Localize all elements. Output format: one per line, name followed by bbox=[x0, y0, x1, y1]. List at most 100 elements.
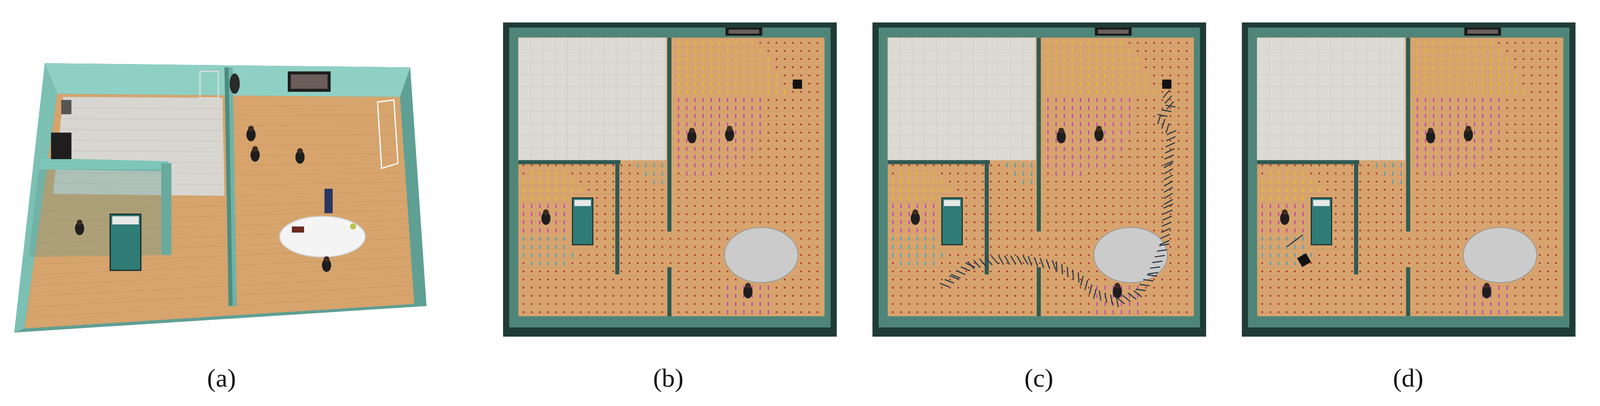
cost-dot bbox=[620, 270, 623, 272]
cost-dot bbox=[685, 253, 688, 256]
cost-mark bbox=[743, 154, 745, 159]
cost-mark bbox=[1120, 138, 1122, 143]
cost-mark bbox=[743, 40, 745, 46]
cost-mark bbox=[1112, 122, 1114, 127]
cost-dot bbox=[693, 262, 696, 264]
cost-dot bbox=[767, 147, 770, 150]
cost-mark bbox=[1104, 114, 1106, 119]
cost-mark bbox=[1055, 57, 1057, 62]
cost-dot bbox=[1177, 311, 1180, 313]
cost-dot bbox=[965, 245, 968, 248]
tile-line bbox=[887, 110, 1036, 112]
cost-mark bbox=[908, 195, 910, 200]
cost-dot bbox=[734, 213, 737, 215]
cost-dot bbox=[800, 41, 803, 44]
cost-dot bbox=[693, 311, 696, 313]
cost-mark bbox=[1096, 122, 1098, 127]
cost-dot bbox=[718, 204, 721, 207]
cost-dot bbox=[1128, 172, 1131, 175]
cost-dot bbox=[693, 180, 696, 183]
cost-mark bbox=[694, 40, 696, 46]
cost-mark bbox=[775, 89, 777, 94]
cost-mark bbox=[1120, 97, 1122, 102]
pillow bbox=[574, 199, 591, 207]
cost-mark bbox=[767, 293, 769, 298]
cost-mark bbox=[916, 261, 918, 266]
cost-dot bbox=[892, 262, 894, 264]
cost-dot bbox=[1145, 99, 1147, 101]
cost-dot bbox=[800, 107, 803, 109]
cost-dot bbox=[949, 286, 952, 289]
cost-mark bbox=[530, 220, 532, 225]
cost-dot bbox=[965, 311, 968, 313]
cost-mark bbox=[1120, 81, 1122, 86]
cost-dot bbox=[620, 180, 623, 183]
cost-dot bbox=[783, 180, 786, 183]
cost-dot bbox=[1120, 196, 1123, 199]
cost-dot bbox=[1169, 294, 1172, 297]
cost-dot bbox=[677, 253, 680, 256]
cost-dot bbox=[1047, 303, 1049, 305]
cost-dot bbox=[900, 278, 902, 281]
cost-dot bbox=[1006, 204, 1008, 207]
cost-dot bbox=[1161, 294, 1164, 297]
cost-dot bbox=[612, 286, 615, 289]
cost-dot bbox=[718, 172, 721, 175]
cost-mark bbox=[941, 179, 943, 184]
person-head bbox=[543, 209, 549, 216]
cost-mark bbox=[653, 179, 655, 184]
cost-dot bbox=[1145, 41, 1147, 44]
cost-dot bbox=[1153, 180, 1156, 183]
cost-dot bbox=[1177, 294, 1180, 297]
cost-dot bbox=[1161, 164, 1164, 167]
cost-dot bbox=[693, 278, 696, 281]
cost-mark bbox=[759, 122, 761, 127]
cost-dot bbox=[783, 221, 786, 223]
cost-dot bbox=[604, 311, 607, 313]
cost-dot bbox=[792, 180, 794, 183]
cost-dot bbox=[1169, 49, 1172, 52]
cost-mark bbox=[1104, 97, 1106, 102]
cost-dot bbox=[1047, 229, 1049, 232]
cost-mark bbox=[547, 195, 549, 200]
tile-line bbox=[518, 110, 667, 112]
cost-dot bbox=[522, 311, 525, 313]
cost-dot bbox=[759, 188, 762, 191]
cost-dot bbox=[1161, 107, 1164, 109]
tile-line bbox=[518, 135, 667, 136]
cost-dot bbox=[547, 294, 549, 297]
cost-dot bbox=[734, 221, 737, 223]
cost-dot bbox=[1161, 66, 1164, 68]
cost-dot bbox=[1071, 294, 1074, 297]
cost-mark bbox=[686, 97, 688, 102]
cost-mark bbox=[1137, 57, 1138, 62]
cost-mark bbox=[734, 89, 736, 94]
cost-mark bbox=[916, 228, 918, 233]
cost-dot bbox=[1177, 147, 1180, 150]
cost-mark bbox=[1055, 138, 1057, 143]
cost-dot bbox=[1112, 196, 1115, 199]
cost-dot bbox=[1006, 311, 1008, 313]
cost-dot bbox=[628, 188, 631, 191]
cost-dot bbox=[783, 139, 786, 142]
cost-dot bbox=[620, 221, 623, 223]
cost-mark bbox=[1104, 65, 1106, 70]
cost-dot bbox=[547, 278, 549, 281]
cost-dot bbox=[892, 303, 894, 305]
cost-dot bbox=[636, 262, 639, 264]
cost-mark bbox=[759, 81, 761, 86]
cost-dot bbox=[1169, 107, 1172, 109]
cost-mark bbox=[900, 236, 902, 241]
cost-dot bbox=[604, 229, 607, 232]
cost-mark bbox=[734, 97, 736, 102]
cost-dot bbox=[1161, 303, 1164, 305]
cost-dot bbox=[1177, 99, 1180, 101]
cost-dot bbox=[1030, 253, 1033, 256]
tile-line bbox=[887, 74, 1036, 75]
cost-dot bbox=[1055, 278, 1057, 281]
cost-dot bbox=[596, 262, 599, 264]
cost-dot bbox=[800, 99, 803, 101]
cost-mark bbox=[678, 73, 680, 78]
cost-dot bbox=[816, 131, 819, 134]
cost-dot bbox=[981, 188, 984, 191]
